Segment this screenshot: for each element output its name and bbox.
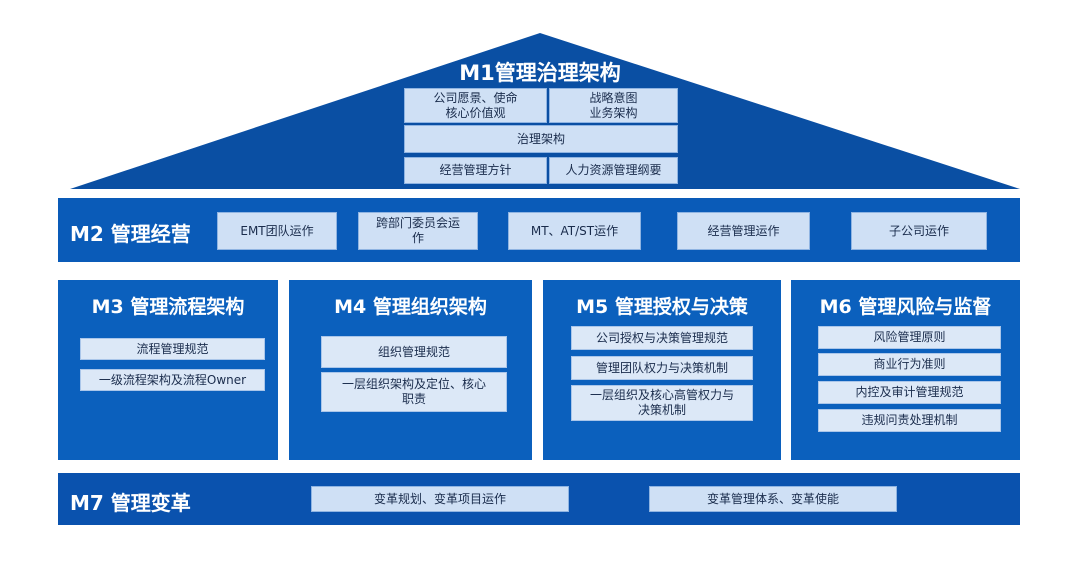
m4-item-rules: 组织管理规范 <box>321 336 507 368</box>
m7-item-system: 变革管理体系、变革使能 <box>649 486 897 512</box>
m7-title: M7 管理变革 <box>70 491 191 515</box>
m1-title: M1管理治理架构 <box>459 61 621 85</box>
m6-title: M6 管理风险与监督 <box>819 296 992 318</box>
m5-item-authorization: 公司授权与决策管理规范 <box>571 326 753 350</box>
m2-item-committee: 跨部门委员会运 作 <box>358 212 478 250</box>
m7-item-planning: 变革规划、变革项目运作 <box>311 486 569 512</box>
m2-item-mt: MT、AT/ST运作 <box>508 212 641 250</box>
m1-item-policy: 经营管理方针 <box>404 157 547 184</box>
m2-item-subsidiary: 子公司运作 <box>851 212 987 250</box>
m5-title: M5 管理授权与决策 <box>576 296 748 318</box>
m4-title: M4 管理组织架构 <box>334 296 487 318</box>
m6-item-accountability: 违规问责处理机制 <box>818 409 1001 432</box>
m1-item-governance: 治理架构 <box>404 125 678 153</box>
m4-item-structure: 一层组织架构及定位、核心 职责 <box>321 372 507 412</box>
m2-title: M2 管理经营 <box>70 222 191 246</box>
m2-item-emt: EMT团队运作 <box>217 212 337 250</box>
m2-item-operation: 经营管理运作 <box>677 212 810 250</box>
m3-item-rules: 流程管理规范 <box>80 338 265 360</box>
m3-item-architecture: 一级流程架构及流程Owner <box>80 369 265 391</box>
m6-item-audit: 内控及审计管理规范 <box>818 381 1001 404</box>
m1-item-strategy: 战略意图 业务架构 <box>549 88 678 123</box>
m1-item-hr: 人力资源管理纲要 <box>549 157 678 184</box>
m6-item-risk: 风险管理原则 <box>818 326 1001 349</box>
m5-item-team-power: 管理团队权力与决策机制 <box>571 356 753 380</box>
m1-item-vision: 公司愿景、使命 核心价值观 <box>404 88 547 123</box>
m3-title: M3 管理流程架构 <box>91 296 245 318</box>
m5-item-executive-power: 一层组织及核心高管权力与 决策机制 <box>571 385 753 421</box>
m6-item-conduct: 商业行为准则 <box>818 353 1001 376</box>
m4-column: M4 管理组织架构 <box>289 280 532 460</box>
